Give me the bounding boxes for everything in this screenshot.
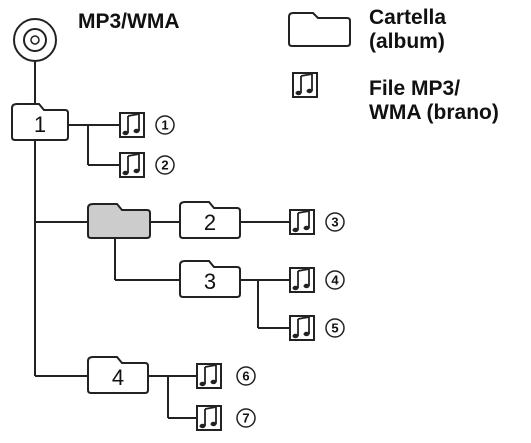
folder-3: 3 bbox=[179, 260, 241, 298]
track-number-badge bbox=[236, 408, 256, 428]
music-file-icon bbox=[289, 267, 315, 293]
music-file-icon bbox=[289, 315, 315, 341]
legend-folder-label-line2: (album) bbox=[369, 30, 445, 53]
folder-1: 1 bbox=[11, 103, 69, 141]
track-4: 4 bbox=[289, 267, 345, 293]
music-file-icon bbox=[196, 405, 222, 431]
folder-2: 2 bbox=[179, 201, 241, 239]
legend-file-icon bbox=[292, 72, 318, 98]
legend-folder-icon bbox=[288, 12, 351, 47]
track-5-number: 5 bbox=[331, 321, 338, 336]
track-number-badge bbox=[325, 212, 345, 232]
cd-disc-icon bbox=[13, 18, 57, 62]
track-7: 7 bbox=[196, 405, 256, 431]
track-6-number: 6 bbox=[242, 369, 249, 384]
root-folder bbox=[87, 203, 151, 239]
track-number-badge bbox=[236, 366, 256, 386]
track-1-number: 1 bbox=[161, 118, 168, 133]
tree-connectors bbox=[34, 60, 290, 419]
track-3: 3 bbox=[289, 209, 345, 235]
legend-folder-label-line1: Cartella bbox=[369, 6, 447, 29]
track-4-number: 4 bbox=[331, 273, 339, 288]
folder-4: 4 bbox=[87, 356, 149, 394]
track-5: 5 bbox=[289, 315, 345, 341]
legend-file-label-line2: WMA (brano) bbox=[369, 101, 499, 124]
folder-2-label: 2 bbox=[204, 210, 216, 235]
track-number-badge bbox=[325, 270, 345, 290]
legend-file-label-line1: File MP3/ bbox=[369, 77, 461, 100]
folder-1-label: 1 bbox=[34, 112, 46, 137]
music-file-icon bbox=[119, 152, 145, 178]
folder-3-label: 3 bbox=[204, 269, 216, 294]
track-number-badge bbox=[155, 155, 175, 175]
track-3-number: 3 bbox=[331, 215, 338, 230]
diagram-title: MP3/WMA bbox=[78, 10, 180, 33]
track-number-badge bbox=[155, 115, 175, 135]
track-7-number: 7 bbox=[242, 411, 249, 426]
track-2-number: 2 bbox=[161, 158, 168, 173]
music-file-icon bbox=[119, 112, 145, 138]
folder-4-label: 4 bbox=[112, 365, 124, 390]
track-1: 1 bbox=[119, 112, 175, 138]
music-file-icon bbox=[289, 209, 315, 235]
music-file-icon bbox=[196, 363, 222, 389]
track-number-badge bbox=[325, 318, 345, 338]
track-6: 6 bbox=[196, 363, 256, 389]
track-2: 2 bbox=[119, 152, 175, 178]
